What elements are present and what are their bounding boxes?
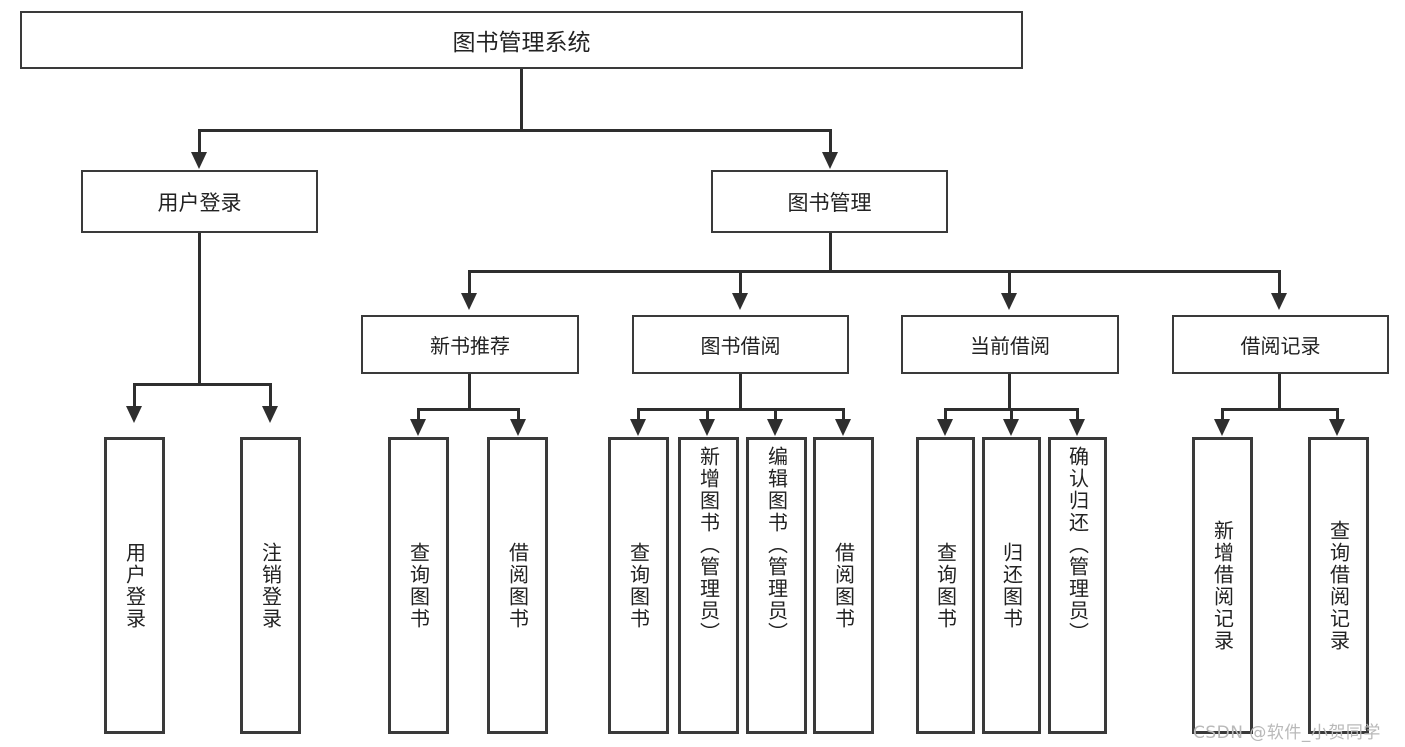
leaf-query-book-current[interactable]: 查询图书 — [916, 437, 975, 734]
arrow-book-manage-to-records — [1271, 293, 1287, 310]
node-borrow-records[interactable]: 借阅记录 — [1172, 315, 1389, 374]
edge-book-borrow-bus — [637, 408, 845, 411]
edge-book-borrow-to-lend — [842, 408, 845, 422]
edge-current-to-confirm — [1076, 408, 1079, 422]
edge-current-borrow-stem — [1008, 374, 1011, 410]
edge-new-books-stem — [468, 374, 471, 410]
leaf-lend-book[interactable]: 借阅图书 — [813, 437, 874, 734]
leaf-borrow-book-recommend[interactable]: 借阅图书 — [487, 437, 548, 734]
node-label: 图书借阅 — [700, 334, 781, 358]
node-label: 当前借阅 — [970, 334, 1050, 358]
node-book-management[interactable]: 图书管理 — [711, 170, 948, 233]
node-label: 查询借阅记录 — [1326, 519, 1351, 652]
edge-root-stem — [520, 69, 523, 131]
leaf-query-borrow-record[interactable]: 查询借阅记录 — [1308, 437, 1369, 734]
edge-user-login-to-logout — [269, 383, 272, 409]
node-label: 图书管理系统 — [452, 30, 591, 56]
node-label: 用户登录 — [157, 190, 242, 215]
edge-book-borrow-to-edit — [774, 408, 777, 422]
edge-root-to-book-manage — [829, 129, 832, 155]
node-label: 新书推荐 — [430, 334, 510, 358]
node-label: 借阅图书 — [505, 541, 530, 630]
edge-new-books-bus — [417, 408, 520, 411]
edge-book-manage-bus — [468, 270, 1281, 273]
node-current-borrow[interactable]: 当前借阅 — [901, 315, 1119, 374]
node-label: 新增借阅记录 — [1210, 519, 1235, 652]
edge-book-borrow-to-add — [706, 408, 709, 422]
arrow-new-books-to-borrow — [510, 419, 526, 436]
edge-root-bus — [198, 129, 832, 132]
node-label: 借阅图书 — [831, 541, 856, 630]
edge-book-manage-to-current — [1008, 270, 1011, 296]
node-user-login[interactable]: 用户登录 — [81, 170, 318, 233]
arrow-root-to-book-manage — [822, 152, 838, 169]
edge-book-borrow-stem — [739, 374, 742, 410]
arrow-user-login-to-login — [126, 406, 142, 423]
leaf-user-login[interactable]: 用户登录 — [104, 437, 165, 734]
leaf-confirm-return-admin[interactable]: 确认归还（管理员） — [1048, 437, 1107, 734]
arrow-book-borrow-to-query — [630, 419, 646, 436]
edge-user-login-bus — [133, 383, 271, 386]
arrow-current-to-return — [1003, 419, 1019, 436]
arrow-records-to-add — [1214, 419, 1230, 436]
edge-records-bus — [1221, 408, 1339, 411]
node-label: 图书管理 — [787, 190, 872, 215]
edge-book-manage-to-new-books — [468, 270, 471, 296]
edge-user-login-to-login — [133, 383, 136, 409]
edge-records-to-query — [1336, 408, 1339, 422]
edge-records-stem — [1278, 374, 1281, 410]
node-label: 查询图书 — [626, 541, 651, 630]
arrow-book-borrow-to-edit — [767, 419, 783, 436]
edge-current-to-query — [944, 408, 947, 422]
arrow-new-books-to-query — [410, 419, 426, 436]
node-label: 注销登录 — [258, 541, 283, 630]
edge-book-manage-to-borrow — [739, 270, 742, 296]
edge-user-login-stem — [198, 233, 201, 385]
leaf-return-book[interactable]: 归还图书 — [982, 437, 1041, 734]
node-root-system[interactable]: 图书管理系统 — [20, 11, 1023, 69]
edge-records-to-add — [1221, 408, 1224, 422]
arrow-book-borrow-to-add — [699, 419, 715, 436]
node-label: 查询图书 — [933, 541, 958, 630]
node-new-book-recommend[interactable]: 新书推荐 — [361, 315, 579, 374]
arrow-user-login-to-logout — [262, 406, 278, 423]
node-label: 查询图书 — [406, 541, 431, 630]
node-label: 新增图书（管理员） — [696, 446, 721, 644]
edge-book-manage-stem — [829, 233, 832, 272]
arrow-root-to-user-login — [191, 152, 207, 169]
arrow-book-manage-to-borrow — [732, 293, 748, 310]
leaf-query-book-recommend[interactable]: 查询图书 — [388, 437, 449, 734]
edge-new-books-to-borrow — [517, 408, 520, 422]
arrow-current-to-query — [937, 419, 953, 436]
node-label: 用户登录 — [122, 541, 147, 630]
leaf-edit-book-admin[interactable]: 编辑图书（管理员） — [746, 437, 807, 734]
arrow-current-to-confirm — [1069, 419, 1085, 436]
node-book-borrow[interactable]: 图书借阅 — [632, 315, 849, 374]
leaf-add-book-admin[interactable]: 新增图书（管理员） — [678, 437, 739, 734]
edge-root-to-user-login — [198, 129, 201, 155]
arrow-book-manage-to-current — [1001, 293, 1017, 310]
node-label: 归还图书 — [999, 541, 1024, 630]
edge-current-to-return — [1010, 408, 1013, 422]
edge-new-books-to-query — [417, 408, 420, 422]
arrow-book-manage-to-new-books — [461, 293, 477, 310]
node-label: 编辑图书（管理员） — [764, 446, 789, 644]
edge-book-borrow-to-query — [637, 408, 640, 422]
edge-book-manage-to-records — [1278, 270, 1281, 296]
node-label: 借阅记录 — [1240, 334, 1321, 358]
leaf-add-borrow-record[interactable]: 新增借阅记录 — [1192, 437, 1253, 734]
node-label: 确认归还（管理员） — [1065, 446, 1090, 644]
arrow-records-to-query — [1329, 419, 1345, 436]
leaf-query-book-borrow[interactable]: 查询图书 — [608, 437, 669, 734]
arrow-book-borrow-to-lend — [835, 419, 851, 436]
leaf-logout[interactable]: 注销登录 — [240, 437, 301, 734]
